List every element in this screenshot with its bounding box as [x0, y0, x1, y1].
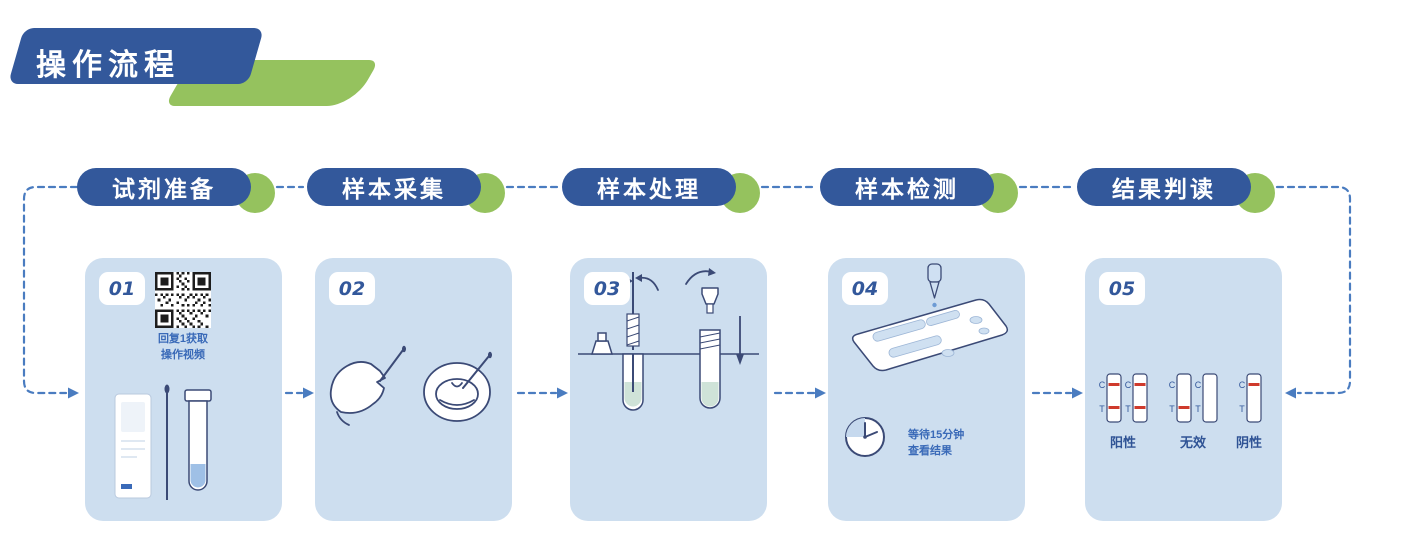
right-loop-dash [1275, 185, 1352, 395]
step-number: 04 [851, 277, 879, 300]
step-label: 试剂准备 [112, 176, 216, 202]
qr-note-line2: 操作视频 [161, 348, 205, 361]
step-label: 样本检测 [855, 176, 959, 202]
swab-in-tube-icon [590, 272, 644, 411]
svg-text:C: C [1099, 380, 1106, 390]
result-label-negative: 阴性 [1235, 435, 1262, 450]
svg-text:T: T [1169, 404, 1175, 414]
throat-swab-profile-icon [329, 345, 406, 426]
step-number: 03 [593, 277, 621, 300]
tube-cap-icon [590, 340, 614, 355]
svg-text:C: C [1125, 380, 1132, 390]
step-label: 样本采集 [342, 176, 446, 202]
step-number-badge: 03 [584, 272, 630, 305]
arrow-into-card1 [68, 387, 79, 399]
arrow-into-card5 [1285, 387, 1296, 399]
kit-contents-illustration [114, 384, 212, 500]
step-number: 01 [108, 277, 136, 300]
clock-icon [845, 417, 885, 457]
arrow-into-card4 [815, 387, 826, 399]
step-pill-result-read: 结果判读 [1077, 166, 1275, 213]
result-label-invalid: 无效 [1179, 435, 1206, 450]
svg-text:C: C [1169, 380, 1176, 390]
arrow-into-card3 [557, 387, 568, 399]
qr-note: 回复1获取 操作视频 [131, 332, 235, 364]
result-strip: C T [1169, 373, 1192, 423]
svg-text:C: C [1195, 380, 1202, 390]
dropper-icon [927, 263, 942, 308]
step-pill-reagent-prep: 试剂准备 [77, 166, 275, 213]
result-strips-illustration: C T C T C T C T [1099, 373, 1262, 423]
sampling-illustration [329, 345, 492, 426]
page-title: 操作流程 [36, 49, 180, 82]
step-pill-sample-process: 样本处理 [562, 166, 760, 213]
step-number-badge: 01 [99, 272, 145, 305]
pill-body: 试剂准备 [77, 168, 251, 206]
test-cassette-plate-icon [851, 298, 1009, 372]
extraction-tube [184, 389, 212, 491]
step-pill-sample-collect: 样本采集 [307, 166, 505, 213]
wait-note-line2: 查看结果 [908, 444, 952, 457]
result-strip: C T [1195, 373, 1218, 423]
result-strip: C T [1125, 373, 1148, 423]
svg-text:T: T [1239, 404, 1245, 414]
svg-text:T: T [1125, 404, 1131, 414]
step-card-result-read: 05 C T C T C T [1085, 258, 1282, 521]
dropper-cap-tube-icon [685, 268, 744, 409]
svg-text:T: T [1099, 404, 1105, 414]
step-number: 05 [1108, 277, 1136, 300]
qr-note-line1: 回复1获取 [157, 333, 209, 345]
pill-body: 结果判读 [1077, 168, 1251, 206]
step-label: 结果判读 [1112, 176, 1216, 202]
result-strip: C T [1239, 373, 1262, 423]
pill-body: 样本处理 [562, 168, 736, 206]
result-strip: C T [1099, 373, 1122, 423]
pill-body: 样本检测 [820, 168, 994, 206]
svg-text:T: T [1195, 404, 1201, 414]
step-number-badge: 05 [1099, 272, 1145, 305]
step-label: 样本处理 [597, 176, 701, 202]
step-card-sample-process: 03 [570, 258, 767, 521]
step-card-sample-collect: 02 [315, 258, 512, 521]
arrow-into-card5b [1072, 387, 1083, 399]
arrow-into-card2 [303, 387, 314, 399]
step-number-badge: 02 [329, 272, 375, 305]
test-kit-package [114, 393, 152, 499]
step-number-badge: 04 [842, 272, 888, 305]
qr-code [155, 272, 211, 328]
wait-note-line1: 等待15分钟 [908, 429, 965, 441]
testing-illustration [845, 263, 1009, 457]
result-label-positive: 阳性 [1109, 435, 1136, 450]
left-loop-dash [22, 185, 79, 395]
processing-illustration [578, 268, 759, 411]
svg-text:C: C [1239, 380, 1246, 390]
step-number: 02 [338, 277, 366, 300]
pill-body: 样本采集 [307, 168, 481, 206]
step-pill-sample-test: 样本检测 [820, 166, 1018, 213]
swab-stick [164, 384, 170, 500]
open-mouth-swab-icon [423, 351, 492, 422]
step-card-sample-test: 04 [828, 258, 1025, 521]
wait-note: 等待15分钟 查看结果 [908, 428, 1008, 460]
step-card-reagent-prep: 01 回复1获取 操作视频 [85, 258, 282, 521]
